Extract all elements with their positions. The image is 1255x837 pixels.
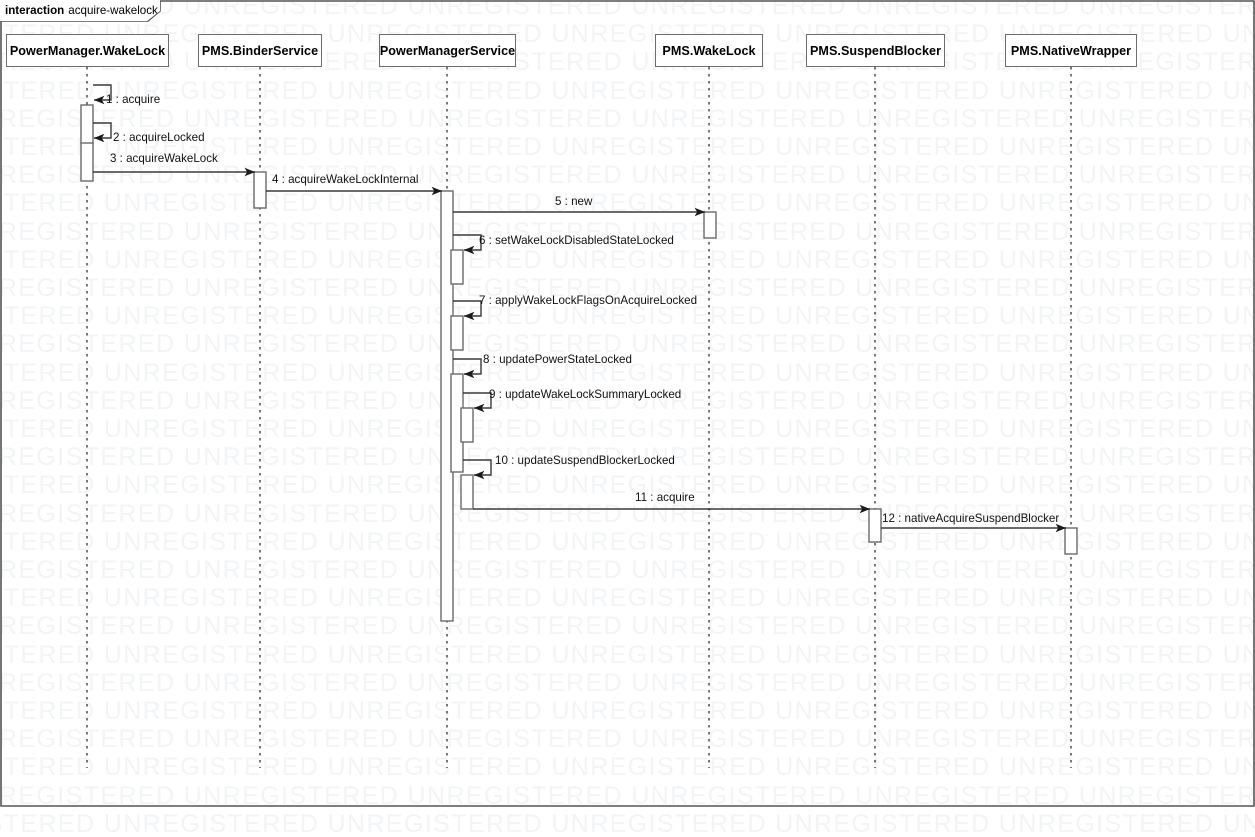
message-arrow-9[interactable]: [463, 392, 492, 413]
message-arrow-7[interactable]: [453, 300, 482, 321]
message-label-6: 6 : setWakeLockDisabledStateLocked: [479, 234, 674, 247]
participant-pms-binderservice[interactable]: PMS.BinderService: [198, 34, 322, 67]
activation-bar-powermanagerservice-5: [450, 249, 464, 285]
activation-bar-pm-wakelock-0: [80, 104, 94, 145]
message-label-12: 12 : nativeAcquireSuspendBlocker: [882, 512, 1060, 525]
participant-pms-wakelock[interactable]: PMS.WakeLock: [655, 34, 763, 67]
activation-bar-powermanagerservice-6: [450, 315, 464, 351]
participant-pms-suspendblocker[interactable]: PMS.SuspendBlocker: [806, 34, 945, 67]
message-arrows-group: [93, 84, 1067, 533]
participant-label: PMS.BinderService: [201, 43, 319, 58]
message-arrow-6[interactable]: [453, 234, 482, 255]
activation-bar-pms-suspendblocker-10: [868, 508, 882, 543]
message-label-1: 1 : acquire: [106, 93, 161, 106]
participant-label: PowerManagerService: [379, 43, 516, 58]
activation-bar-pms-binderservice-2: [253, 171, 267, 209]
message-label-9: 9 : updateWakeLockSummaryLocked: [489, 388, 682, 401]
interaction-frame-label: interaction acquire-wakelock: [0, 0, 160, 21]
message-label-10: 10 : updateSuspendBlockerLocked: [495, 454, 675, 467]
message-arrow-8[interactable]: [453, 358, 482, 379]
activation-bar-powermanagerservice-8: [460, 407, 474, 443]
participant-label: PMS.WakeLock: [662, 43, 756, 58]
message-label-11: 11 : acquire: [635, 491, 695, 504]
frame-keyword: interaction: [5, 4, 65, 17]
message-label-8: 8 : updatePowerStateLocked: [483, 353, 632, 366]
frame-name: acquire-wakelock: [68, 4, 158, 17]
activation-bars-group: [80, 104, 1078, 622]
participant-label: PowerManager.WakeLock: [9, 43, 166, 58]
activation-bar-powermanagerservice-9: [460, 474, 474, 510]
message-arrow-1[interactable]: [93, 84, 112, 105]
participant-pms-nativewrapper[interactable]: PMS.NativeWrapper: [1005, 34, 1137, 67]
participant-powermanagerservice[interactable]: PowerManagerService: [379, 34, 516, 67]
message-label-4: 4 : acquireWakeLockInternal: [272, 173, 419, 186]
activation-bar-pm-wakelock-1: [80, 142, 94, 182]
message-label-3: 3 : acquireWakeLock: [110, 152, 218, 165]
message-label-2: 2 : acquireLocked: [113, 131, 205, 144]
participant-pm-wakelock[interactable]: PowerManager.WakeLock: [6, 34, 169, 67]
message-arrow-2[interactable]: [93, 122, 112, 143]
frame-outline: [0, 0, 1255, 807]
message-arrow-10[interactable]: [463, 459, 492, 480]
interaction-frame-border: [0, 0, 1255, 807]
participant-label: PMS.SuspendBlocker: [809, 43, 942, 58]
activation-bar-pms-nativewrapper-11: [1064, 527, 1078, 555]
message-label-5: 5 : new: [555, 195, 593, 208]
participant-label: PMS.NativeWrapper: [1010, 43, 1132, 58]
message-label-7: 7 : applyWakeLockFlagsOnAcquireLocked: [479, 294, 698, 307]
activation-bar-pms-wakelock-4: [703, 211, 717, 239]
